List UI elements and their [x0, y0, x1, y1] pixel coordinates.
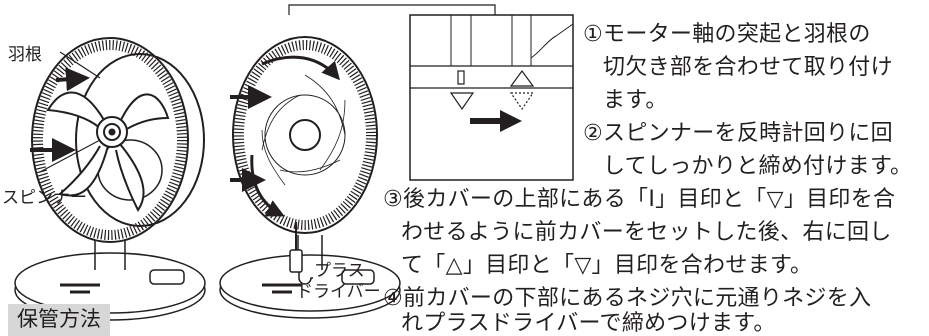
step1-line3: ます。: [603, 88, 668, 113]
alignment-detail-box: [409, 14, 574, 181]
step1-line2: 切欠き部を合わせて取り付け: [603, 55, 893, 80]
right-fan-drawing: [219, 36, 401, 319]
callout-bracket: [288, 4, 496, 15]
left-fan-drawing: [14, 37, 206, 321]
storage-section-heading: 保管方法: [8, 304, 110, 336]
spinner-label: スピンナー: [2, 188, 87, 208]
blade-label: 羽根: [8, 45, 42, 65]
step4-line2: れプラスドライバーで締めつけます。: [401, 311, 776, 336]
screwdriver-label-line1: プラス: [314, 261, 365, 281]
step3-line3: て「△」目印と「▽」目印を合わせます。: [401, 253, 813, 278]
step2-line1: ②スピンナーを反時計回りに回: [583, 121, 893, 146]
step1-line1: ①モーター軸の突起と羽根の: [583, 22, 871, 47]
step4-line1: ④前カバーの下部にあるネジ穴に元通りネジを入: [383, 286, 872, 311]
step3-line1: ③後カバーの上部にある「I」目印と「▽」目印を合: [383, 187, 896, 212]
step2-line2: してしっかりと締め付けます。: [603, 154, 913, 179]
screwdriver-label-line2: ドライバー: [296, 282, 381, 302]
step3-line2: わせるように前カバーをセットした後、右に回し: [401, 220, 892, 245]
